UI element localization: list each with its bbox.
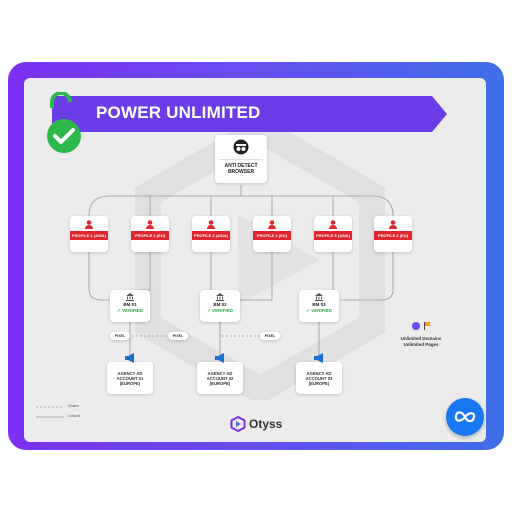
bm-name: BM 02 [213, 302, 227, 307]
solid-line-swatch [36, 416, 64, 418]
profile-node: PROFILE 5 (ASIA) [314, 216, 352, 252]
profile-node: PROFILE 6 (EU) [374, 216, 412, 252]
bm-name: BM 01 [123, 302, 137, 307]
bm-status: ✓ VERIFIED [207, 308, 233, 313]
meta-infinity-icon [454, 411, 476, 423]
user-icon [146, 220, 154, 229]
pixel-node: PIXEL [110, 332, 130, 340]
banner-shape [52, 96, 447, 132]
note-line: Unlimited Domains [400, 336, 442, 341]
meta-badge [446, 398, 484, 436]
profile-label: PROFILE 4 (EU) [253, 231, 291, 240]
ad-account-label: AGENCY AD ACCOUNT 01 (EUROPE) [107, 371, 153, 387]
ad-account-node: AGENCY AD ACCOUNT 01 (EUROPE) [107, 353, 153, 394]
ad-account-line: AGENCY AD [117, 371, 143, 376]
profile-label: PROFILE 3 (ASIA) [192, 231, 230, 240]
user-icon [268, 220, 276, 229]
browser-divider [219, 159, 263, 160]
profile-label: PROFILE 2 (EU) [131, 231, 169, 240]
ad-account-line: ACCOUNT 01 [116, 376, 144, 382]
ad-account-line: ACCOUNT 03 [305, 376, 333, 382]
otyss-logo-icon [230, 416, 246, 432]
pixel-node: PIXEL [168, 332, 188, 340]
bank-icon [216, 293, 224, 301]
megaphone-icon [215, 353, 224, 363]
megaphone-icon [125, 353, 134, 363]
title-banner: POWER UNLIMITED [52, 96, 447, 132]
bank-icon [315, 293, 323, 301]
bm-status: ✓ VERIFIED [117, 308, 143, 313]
ad-account-line: (EUROPE) [209, 381, 231, 387]
business-manager-node: BM 02 ✓ VERIFIED [200, 290, 240, 322]
megaphone-icon [314, 353, 323, 363]
ad-account-node: AGENCY AD ACCOUNT 03 (EUROPE) [296, 353, 342, 394]
globe-flag-icon [412, 322, 431, 330]
browser-label: ANTI DETECT BROWSER [224, 163, 258, 175]
note-line: Unlimited Pages [403, 342, 439, 347]
ad-account-line: ACCOUNT 02 [206, 376, 234, 382]
business-manager-node: BM 03 ✓ VERIFIED [299, 290, 339, 322]
ad-account-line: AGENCY AD [306, 371, 332, 376]
ad-account-line: (EUROPE) [308, 381, 330, 387]
bm-status: ✓ VERIFIED [306, 308, 332, 313]
bm-name: BM 03 [312, 302, 326, 307]
otyss-logo: Otyss [230, 416, 290, 432]
profile-label: PROFILE 5 (ASIA) [314, 231, 352, 240]
profile-node: PROFILE 3 (ASIA) [192, 216, 230, 252]
brand-name: Otyss [249, 417, 283, 431]
profile-node: PROFILE 2 (EU) [131, 216, 169, 252]
business-manager-node: BM 01 ✓ VERIFIED [110, 290, 150, 322]
domains-pages-note: Unlimited Domains Unlimited Pages [388, 318, 454, 348]
ad-account-line: (EUROPE) [119, 381, 141, 387]
user-icon [329, 220, 337, 229]
user-icon [85, 220, 93, 229]
user-icon [389, 220, 397, 229]
user-icon [207, 220, 215, 229]
pixel-node: PIXEL [260, 332, 280, 340]
bank-icon [126, 293, 134, 301]
banner-title: POWER UNLIMITED [96, 103, 261, 122]
profile-label: PROFILE 1 (ASIA) [70, 231, 108, 240]
anti-detect-browser-node: ANTI DETECT BROWSER [215, 135, 267, 183]
legend-label: Share [68, 403, 79, 408]
incognito-icon [233, 139, 249, 155]
ad-account-node: AGENCY AD ACCOUNT 02 (EUROPE) [197, 353, 243, 394]
ad-account-label: AGENCY AD ACCOUNT 02 (EUROPE) [197, 371, 243, 387]
unlocked-padlock-check-icon [47, 92, 81, 153]
legend-label: Linked [68, 413, 80, 418]
dashed-line-swatch [36, 406, 64, 408]
profile-node: PROFILE 1 (ASIA) [70, 216, 108, 252]
profile-label: PROFILE 6 (EU) [374, 231, 412, 240]
ad-account-line: AGENCY AD [207, 371, 233, 376]
profile-node: PROFILE 4 (EU) [253, 216, 291, 252]
top-bar [24, 80, 486, 92]
ad-account-label: AGENCY AD ACCOUNT 03 (EUROPE) [296, 371, 342, 387]
